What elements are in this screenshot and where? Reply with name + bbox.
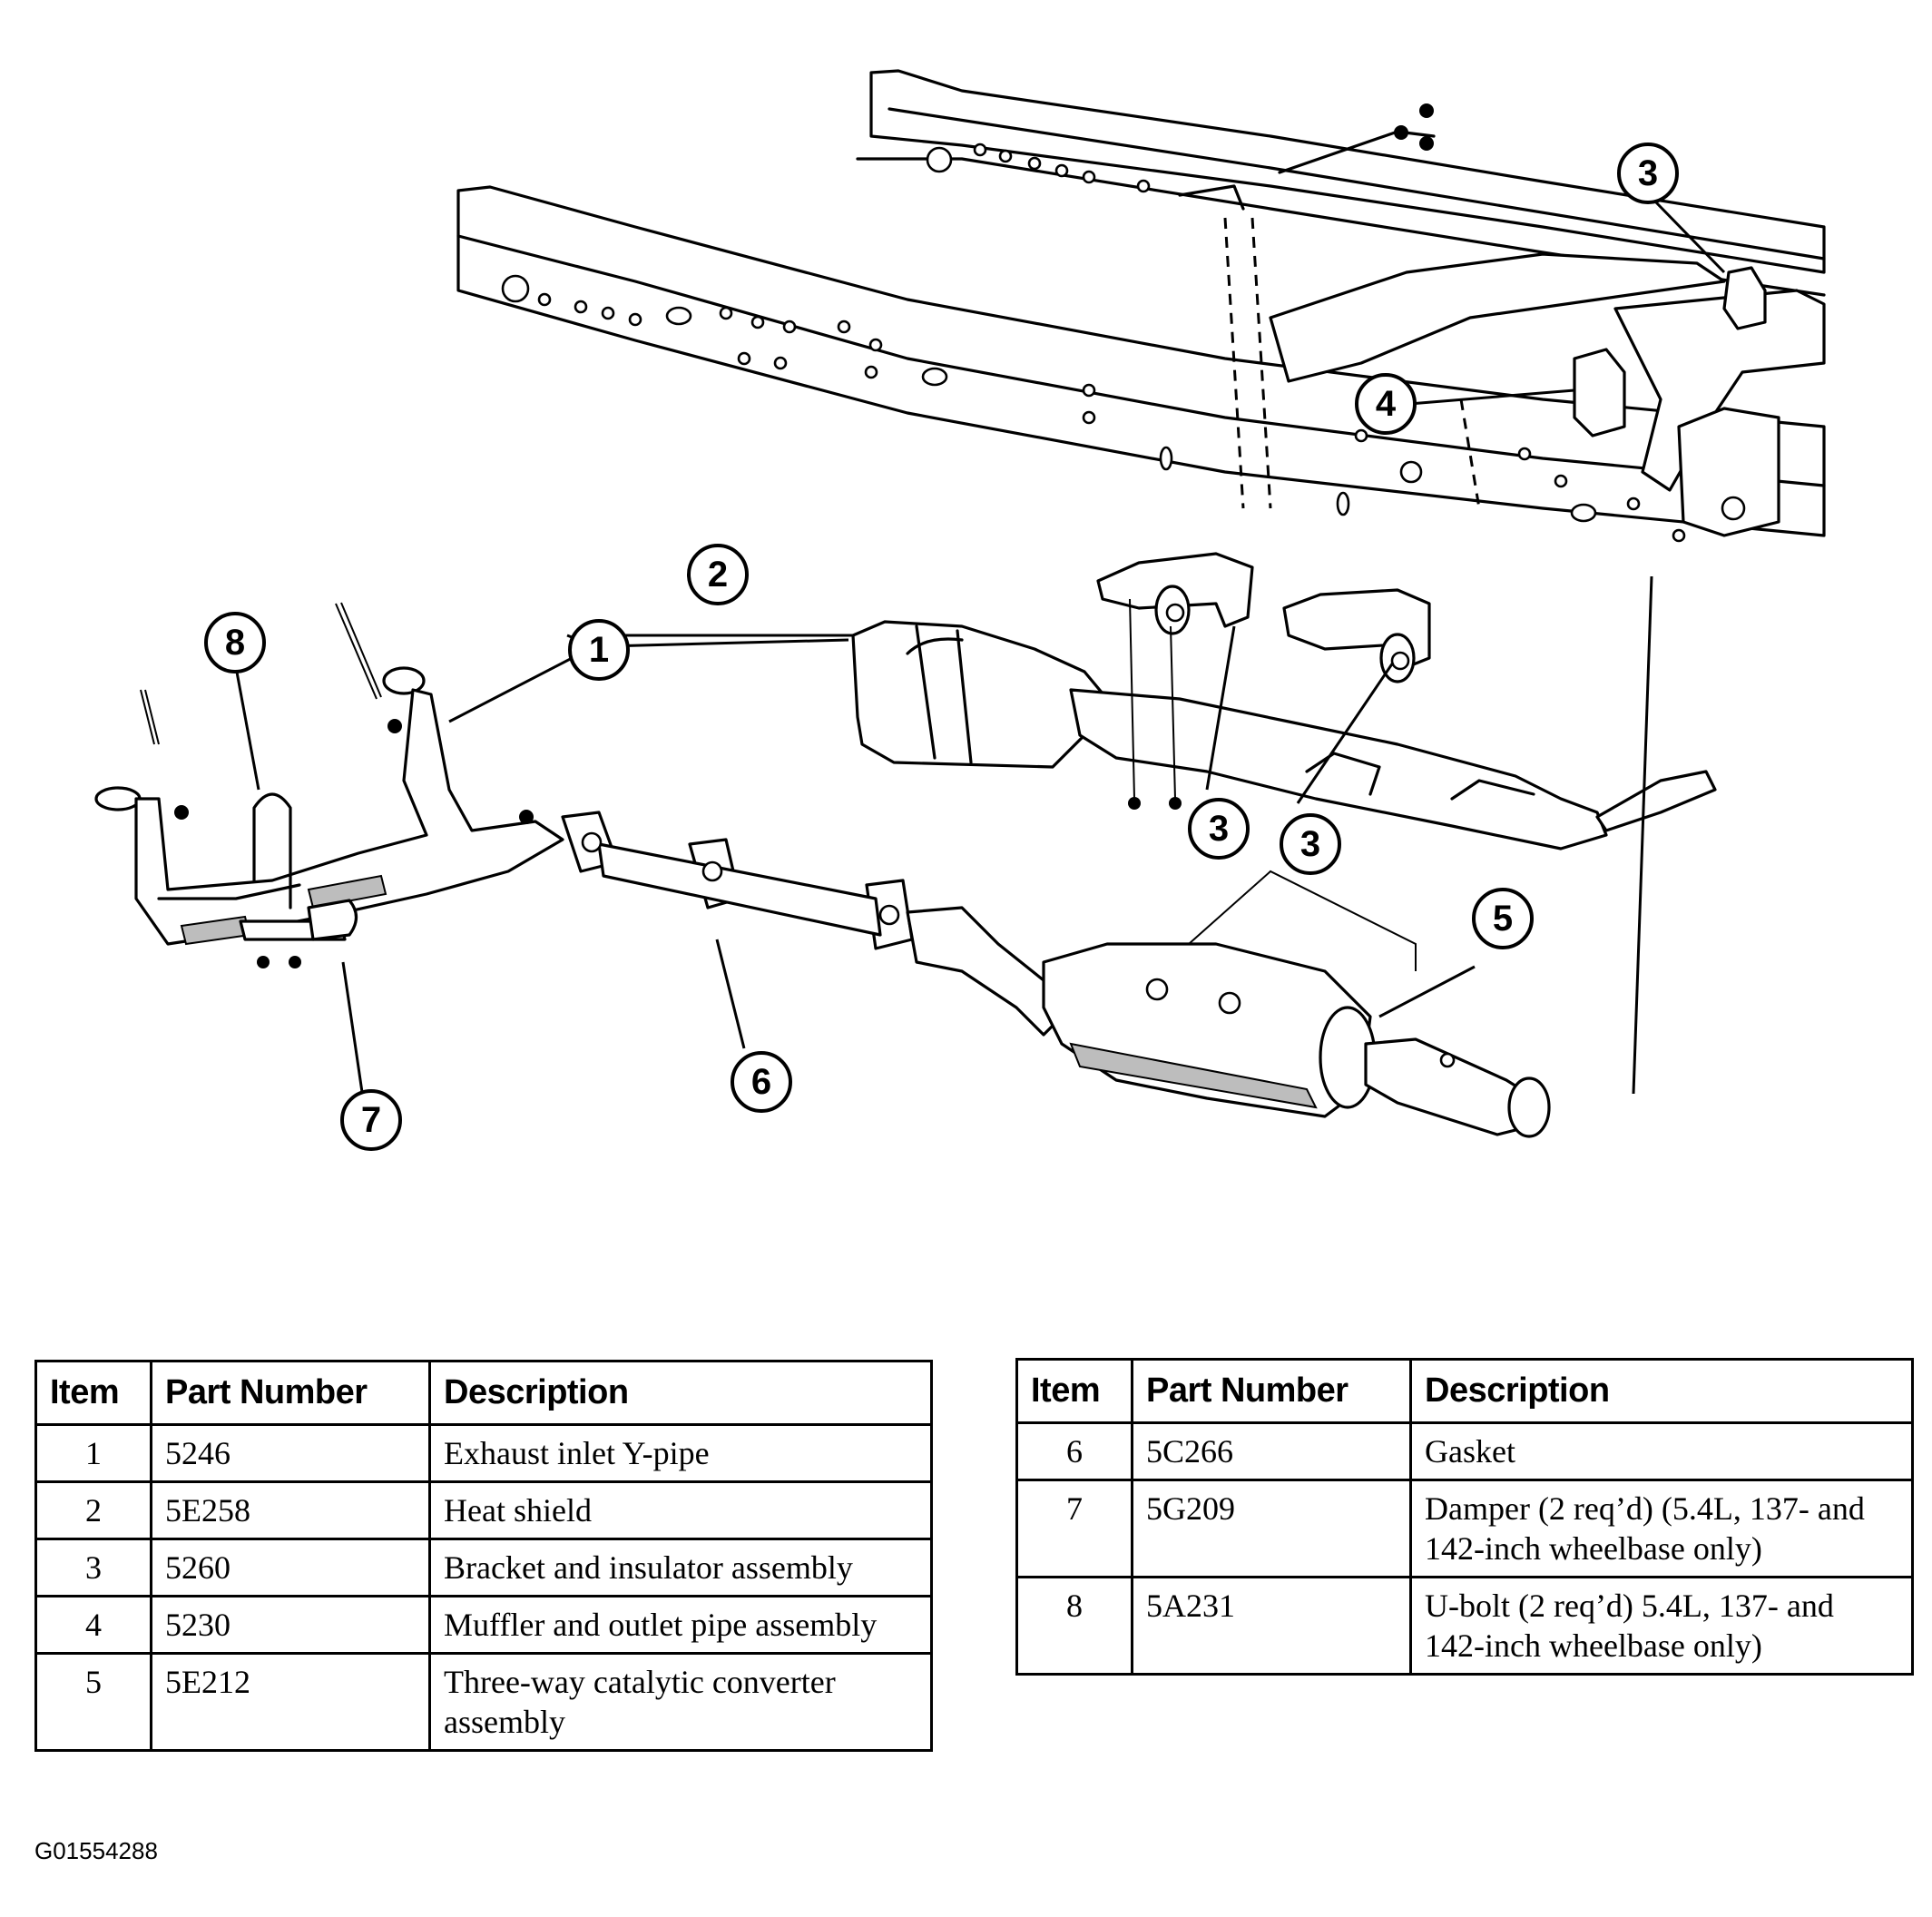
cell-part-number: 5246 [150, 1423, 431, 1483]
cell-item: 3 [34, 1538, 152, 1598]
callout-8: 8 [204, 612, 266, 673]
table-row: 5 5E212 Three-way catalytic converter as… [34, 1652, 933, 1752]
header-description: Description [1409, 1358, 1914, 1424]
cell-item: 7 [1015, 1479, 1133, 1578]
header-description: Description [428, 1360, 933, 1426]
cell-description: Gasket [1409, 1421, 1914, 1481]
callout-3-left: 3 [1188, 798, 1250, 860]
muffler-and-outlet-pipe [1069, 552, 1717, 850]
heat-shield [851, 620, 1109, 769]
callout-3-frame-label: 3 [1638, 153, 1658, 193]
cell-item: 4 [34, 1595, 152, 1655]
cell-description: Exhaust inlet Y-pipe [428, 1423, 933, 1483]
callout-7-label: 7 [361, 1100, 381, 1140]
exhaust-system-diagram: 1 2 3 3 3 4 5 6 7 8 [94, 69, 1826, 1151]
leader-lines [234, 201, 1726, 1099]
cell-part-number: 5A231 [1131, 1576, 1412, 1676]
cell-item: 2 [34, 1480, 152, 1540]
callout-3-frame: 3 [1617, 143, 1679, 204]
cell-part-number: 5G209 [1131, 1479, 1412, 1578]
cell-description: Damper (2 req’d) (5.4L, 137- and 142-inc… [1409, 1479, 1914, 1578]
table-row: 4 5230 Muffler and outlet pipe assembly [34, 1595, 933, 1655]
callout-1-label: 1 [589, 630, 609, 670]
cell-part-number: 5E258 [150, 1480, 431, 1540]
cell-part-number: 5230 [150, 1595, 431, 1655]
table-header-row: Item Part Number Description [1015, 1358, 1914, 1424]
cell-description: Heat shield [428, 1480, 933, 1540]
callout-4-label: 4 [1376, 384, 1397, 424]
exhaust-inlet-y-pipe [94, 602, 564, 946]
parts-table-left: Item Part Number Description 1 5246 Exha… [34, 1360, 933, 1752]
figure-code: G01554288 [34, 1837, 158, 1864]
callout-6-label: 6 [751, 1062, 771, 1102]
callout-3-right: 3 [1280, 813, 1341, 875]
damper-and-u-bolt [239, 792, 358, 968]
callout-1: 1 [568, 619, 630, 681]
intermediate-pipe-and-gaskets [519, 810, 914, 950]
header-item: Item [1015, 1358, 1133, 1424]
table-header-row: Item Part Number Description [34, 1360, 933, 1426]
callout-5-label: 5 [1493, 899, 1513, 939]
cell-part-number: 5C266 [1131, 1421, 1412, 1481]
table-row: 2 5E258 Heat shield [34, 1480, 933, 1540]
cell-item: 6 [1015, 1421, 1133, 1481]
table-row: 8 5A231 U-bolt (2 req’d) 5.4L, 137- and … [1015, 1576, 1914, 1676]
header-part-number: Part Number [150, 1360, 431, 1426]
cell-description: Three-way catalytic converter assembly [428, 1652, 933, 1752]
cell-description: Bracket and insulator assembly [428, 1538, 933, 1598]
callout-8-label: 8 [225, 623, 245, 663]
callout-2: 2 [687, 544, 749, 605]
table-row: 7 5G209 Damper (2 req’d) (5.4L, 137- and… [1015, 1479, 1914, 1578]
table-row: 6 5C266 Gasket [1015, 1421, 1914, 1481]
callout-6: 6 [731, 1051, 792, 1113]
callout-4: 4 [1355, 373, 1417, 435]
cell-description: U-bolt (2 req’d) 5.4L, 137- and 142-inch… [1409, 1576, 1914, 1676]
header-part-number: Part Number [1131, 1358, 1412, 1424]
table-row: 3 5260 Bracket and insulator assembly [34, 1538, 933, 1598]
vehicle-frame [456, 69, 1826, 543]
callout-7: 7 [340, 1089, 402, 1151]
callout-2-label: 2 [708, 555, 728, 595]
callout-5: 5 [1472, 888, 1534, 949]
callout-3-right-label: 3 [1300, 824, 1320, 864]
cell-part-number: 5E212 [150, 1652, 431, 1752]
parts-table-right: Item Part Number Description 6 5C266 Gas… [1015, 1358, 1914, 1676]
header-item: Item [34, 1360, 152, 1426]
table-row: 1 5246 Exhaust inlet Y-pipe [34, 1423, 933, 1483]
catalytic-converter [906, 870, 1551, 1138]
callout-3-left-label: 3 [1209, 809, 1229, 849]
cell-item: 5 [34, 1652, 152, 1752]
cell-item: 1 [34, 1423, 152, 1483]
cell-description: Muffler and outlet pipe assembly [428, 1595, 933, 1655]
cell-item: 8 [1015, 1576, 1133, 1676]
cell-part-number: 5260 [150, 1538, 431, 1598]
